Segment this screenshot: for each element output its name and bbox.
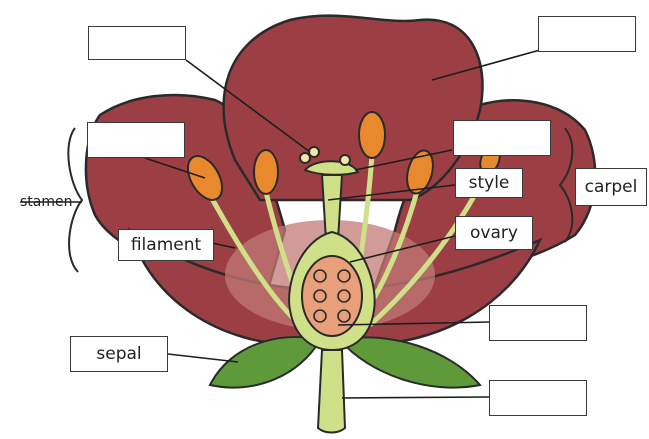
label-filament: filament xyxy=(118,229,214,261)
blank-box-lower-right[interactable] xyxy=(489,305,587,341)
leader-stem xyxy=(342,397,490,398)
leader-sepal xyxy=(168,354,238,362)
anther-2 xyxy=(254,150,278,194)
blank-box-mid-left[interactable] xyxy=(87,122,185,158)
label-sepal: sepal xyxy=(70,336,168,372)
sepal-left xyxy=(210,337,320,388)
blank-box-mid-right[interactable] xyxy=(453,120,551,156)
label-carpel: carpel xyxy=(575,168,647,206)
sepals-and-stem xyxy=(210,337,480,433)
stigma-dot-2 xyxy=(309,147,319,157)
label-ovary: ovary xyxy=(455,216,533,250)
label-style: style xyxy=(455,168,523,198)
style-tube xyxy=(322,175,342,240)
stigma-dot-3 xyxy=(340,155,350,165)
anther-3 xyxy=(359,112,385,158)
blank-box-top-left[interactable] xyxy=(88,26,186,60)
stigma-dot-1 xyxy=(300,153,310,163)
stem xyxy=(318,350,345,433)
sepal-right xyxy=(340,337,480,387)
blank-box-top-right[interactable] xyxy=(538,16,636,52)
blank-box-bottom-right[interactable] xyxy=(489,380,587,416)
label-stamen: stamen xyxy=(20,194,73,210)
